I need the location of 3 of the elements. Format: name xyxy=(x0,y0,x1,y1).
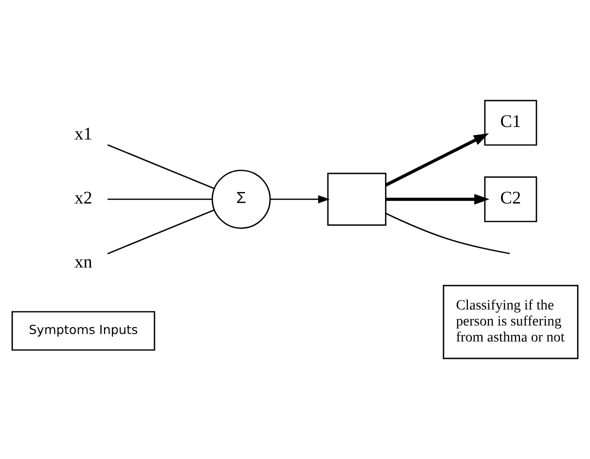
node-text: x2 xyxy=(74,188,92,208)
node-text: xn xyxy=(74,252,92,272)
node-text: x1 xyxy=(74,124,92,144)
